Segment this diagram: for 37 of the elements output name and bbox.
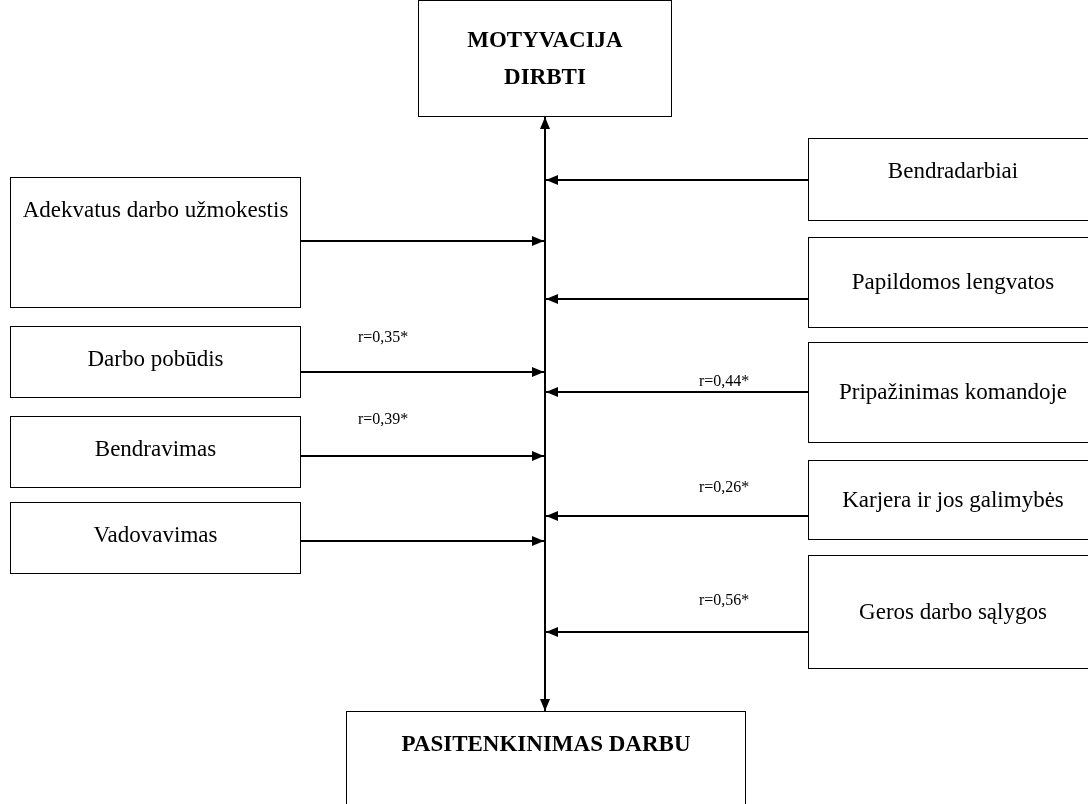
box-label: Bendravimas bbox=[94, 435, 217, 463]
arrow bbox=[300, 451, 545, 461]
arrow bbox=[300, 536, 545, 546]
arrow bbox=[545, 175, 809, 185]
box-label: PASITENKINIMAS DARBU bbox=[401, 730, 691, 758]
arrow bbox=[545, 387, 809, 397]
arrow bbox=[545, 511, 809, 521]
arrow bbox=[545, 294, 809, 304]
arrow bbox=[545, 627, 809, 637]
text-box bbox=[808, 342, 1088, 443]
text-box bbox=[808, 237, 1088, 328]
text-box bbox=[10, 177, 301, 308]
text-box bbox=[346, 711, 746, 804]
text-box bbox=[808, 138, 1088, 221]
arrow bbox=[300, 236, 545, 246]
box-label: Karjera ir jos galimybės bbox=[842, 485, 1064, 514]
box-label: Vadovavimas bbox=[93, 521, 218, 549]
arrow bbox=[540, 116, 550, 712]
box-label: Darbo pobūdis bbox=[87, 345, 224, 373]
box-label: MOTYVACIJA DIRBTI bbox=[466, 25, 624, 91]
edge-label: r=0,39* bbox=[356, 410, 411, 428]
text-box bbox=[808, 555, 1088, 669]
box-label: Bendradarbiai bbox=[887, 157, 1019, 185]
text-box bbox=[10, 416, 301, 488]
edge-label: r=0,56* bbox=[697, 591, 752, 609]
arrow bbox=[300, 367, 545, 377]
edge-label: r=0,26* bbox=[697, 478, 752, 496]
text-box bbox=[418, 0, 672, 117]
edge-label: r=0,44* bbox=[697, 372, 752, 390]
box-label: Papildomos lengvatos bbox=[851, 268, 1055, 297]
text-box bbox=[10, 502, 301, 574]
text-box bbox=[808, 460, 1088, 540]
box-label: Geros darbo sąlygos bbox=[859, 597, 1047, 626]
box-label: Pripažinimas komandoje bbox=[838, 378, 1067, 407]
edge-label: r=0,35* bbox=[356, 328, 411, 346]
box-label: Adekvatus darbo užmokestis bbox=[22, 196, 289, 224]
text-box bbox=[10, 326, 301, 398]
